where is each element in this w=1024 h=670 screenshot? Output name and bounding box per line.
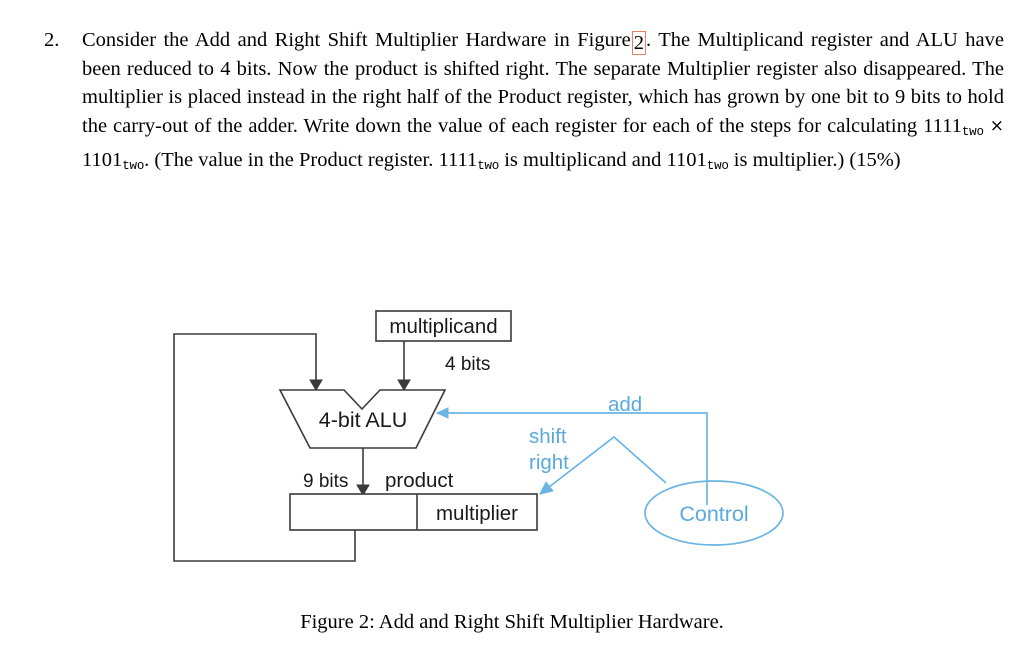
multiplier-hardware-svg: multiplicand 4 bits 4-bit ALU 9 bits pro… bbox=[173, 310, 784, 562]
operand-b-value: 1101 bbox=[82, 149, 123, 172]
figure-reference-link[interactable]: 2 bbox=[631, 31, 646, 55]
shift-right-arrowhead-icon bbox=[539, 481, 554, 495]
operand-b-subscript: two bbox=[122, 159, 145, 174]
operand-a-expression: 1111two bbox=[923, 114, 984, 139]
operand-d-subscript: two bbox=[706, 159, 729, 174]
multiplicand-register-box bbox=[375, 310, 512, 342]
shift-right-control-path bbox=[539, 435, 667, 495]
question-text: Consider the Add and Right Shift Multipl… bbox=[82, 26, 1004, 181]
operand-c-value: 1111 bbox=[438, 149, 478, 172]
alu-label: 4-bit ALU bbox=[319, 408, 407, 432]
control-ellipse bbox=[644, 480, 784, 546]
operand-c-expression: 1111two bbox=[438, 149, 500, 174]
operand-a-subscript: two bbox=[961, 124, 984, 139]
nine-bits-label: 9 bits bbox=[303, 471, 348, 492]
operand-c-subscript: two bbox=[477, 159, 500, 174]
question-text-part-5: is multiplier.) (15%) bbox=[733, 149, 901, 172]
add-control-path bbox=[437, 412, 708, 505]
figure-diagram: multiplicand 4 bits 4-bit ALU 9 bits pro… bbox=[0, 282, 1024, 592]
four-bits-label: 4 bits bbox=[445, 354, 490, 375]
question-text-part-3: . (The value in the Product register. bbox=[144, 149, 434, 172]
question-text-part-4: is multiplicand and bbox=[504, 149, 662, 172]
figure-caption: Figure 2: Add and Right Shift Multiplier… bbox=[300, 611, 724, 633]
question-number: 2. bbox=[36, 26, 82, 54]
add-label: add bbox=[608, 393, 642, 416]
operand-d-value: 1101 bbox=[666, 149, 707, 172]
product-label: product bbox=[385, 469, 454, 492]
multiplication-sign: × bbox=[989, 115, 1005, 136]
operand-d-expression: 1101two bbox=[666, 149, 729, 174]
feedback-loop-path bbox=[173, 333, 356, 562]
alu-shape bbox=[278, 389, 447, 449]
multiplier-label: multiplier bbox=[436, 502, 518, 525]
add-arrowhead-icon bbox=[435, 407, 449, 419]
operand-b-expression: 1101two bbox=[82, 149, 145, 174]
question-row: 2. Consider the Add and Right Shift Mult… bbox=[36, 26, 1004, 181]
question-block: 2. Consider the Add and Right Shift Mult… bbox=[36, 26, 1004, 181]
question-text-part-2: . The Multiplicand register and ALU have… bbox=[82, 29, 1005, 137]
question-text-part-1: Consider the Add and Right Shift Multipl… bbox=[82, 29, 631, 51]
alu-to-product-arrowhead-icon bbox=[356, 484, 370, 496]
question-paragraph: Consider the Add and Right Shift Multipl… bbox=[82, 26, 1004, 181]
multiplicand-arrowhead-icon bbox=[397, 379, 411, 391]
multiplicand-label: multiplicand bbox=[389, 315, 497, 338]
product-register-box bbox=[289, 493, 538, 531]
feedback-arrowhead-icon bbox=[309, 379, 323, 391]
control-label: Control bbox=[679, 502, 748, 526]
question-number-text: 2. bbox=[44, 29, 60, 51]
operand-a-value: 1111 bbox=[923, 114, 962, 137]
right-label: right bbox=[529, 451, 569, 474]
shift-label: shift bbox=[529, 425, 567, 448]
